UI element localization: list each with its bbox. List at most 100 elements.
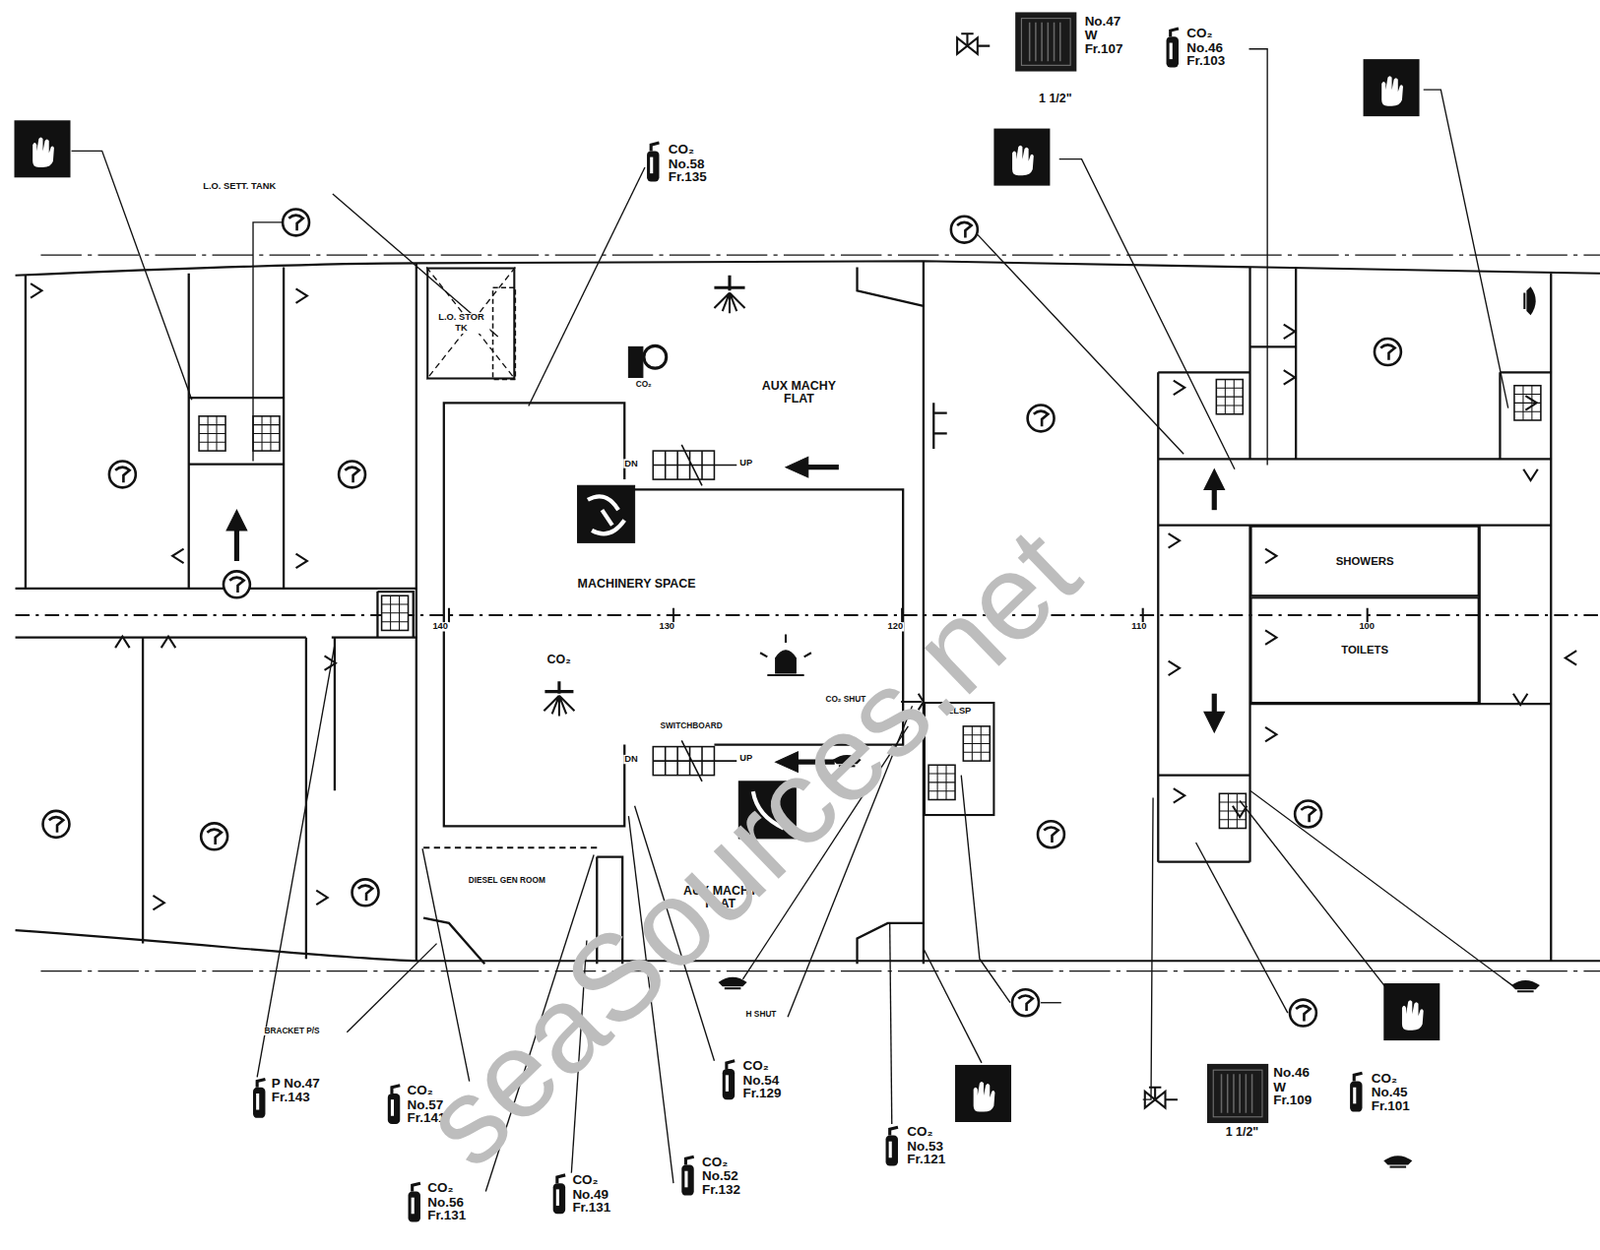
detector-symbol	[200, 823, 228, 850]
detector-symbol	[223, 571, 251, 598]
door-symbol	[1265, 727, 1277, 743]
stair-grid	[1514, 385, 1541, 421]
wall-lines	[15, 275, 417, 639]
extinguisher-symbol	[408, 1183, 421, 1222]
callout-label: P No.47 Fr.143	[270, 1076, 324, 1104]
escape-arrow	[234, 528, 240, 562]
door-symbol	[1565, 650, 1577, 666]
extinguisher-symbol	[646, 142, 659, 182]
stair-grid	[198, 416, 226, 451]
stair-grid	[1218, 793, 1246, 829]
door-symbol	[1523, 469, 1538, 481]
room-name: L.O. STOR TK	[432, 313, 490, 334]
leader-line	[923, 949, 982, 1064]
door-symbol	[296, 288, 308, 304]
callout-label: 1 1/2"	[1224, 1126, 1261, 1140]
callout-label: CO₂ No.46 Fr.103	[1185, 26, 1243, 68]
callout-label: 1 1/2"	[1037, 91, 1074, 105]
callout-label: 140	[431, 622, 449, 633]
door-symbol	[296, 554, 308, 570]
escape-arrow	[1204, 711, 1225, 733]
wall-lines	[1157, 458, 1551, 862]
callout-label: H SHUT	[745, 1011, 778, 1021]
detector-symbol	[1037, 821, 1065, 848]
door-symbol	[115, 637, 130, 648]
wall-lines	[933, 402, 947, 449]
escape-arrow	[226, 510, 248, 531]
detector-symbol	[1012, 989, 1039, 1017]
door-symbol	[1168, 533, 1180, 549]
stair-grid	[928, 765, 956, 800]
extinguisher-symbol	[553, 1175, 566, 1215]
detector-symbol	[338, 460, 366, 488]
telephone-symbol	[1511, 980, 1540, 992]
alarm-button	[955, 1065, 1012, 1123]
callout-label: CO₂ No.52 Fr.132	[701, 1154, 759, 1197]
leader-line	[1040, 1002, 1062, 1004]
extinguisher-symbol	[1349, 1073, 1362, 1112]
detector-symbol	[1374, 338, 1402, 366]
leader-line	[960, 775, 1011, 1004]
room-box: L.O. STOR TK	[426, 267, 515, 381]
door-symbol	[30, 283, 42, 299]
detector-symbol	[1027, 404, 1055, 432]
detector-symbol	[1294, 801, 1322, 829]
leader-line	[71, 49, 1513, 1193]
door-symbol	[1265, 549, 1277, 565]
escape-arrow	[806, 464, 839, 470]
telephone-symbol	[1524, 286, 1536, 316]
callout-label: CO₂ No.45 Fr.101	[1370, 1071, 1428, 1113]
detector-symbol	[352, 879, 380, 906]
callout-label: CO₂ No.58 Fr.135	[667, 142, 725, 185]
leader-line	[256, 644, 335, 1078]
callout-label: CO₂ No.53 Fr.121	[905, 1125, 963, 1167]
alarm-button	[14, 59, 1441, 1123]
alarm-button	[993, 128, 1050, 187]
stair-grid	[962, 726, 990, 762]
door-symbol	[1525, 395, 1536, 411]
telephone-symbol	[1383, 1155, 1412, 1167]
extinguisher-symbol	[722, 1061, 735, 1100]
stair-grid	[382, 595, 409, 631]
machinery-symbol	[713, 275, 745, 292]
room-name: TOILETS	[1339, 643, 1391, 657]
callout-label: AUX MACHY FLAT	[750, 380, 848, 406]
leader-line	[1248, 49, 1268, 466]
hull-line	[40, 254, 1600, 256]
leader-line	[1423, 89, 1509, 408]
alarm-button	[1363, 59, 1420, 117]
door-symbol	[1283, 324, 1295, 340]
callout-label: 100	[1357, 622, 1376, 633]
door-symbol	[152, 896, 164, 911]
machinery-symbol	[587, 496, 625, 534]
hydrant-box	[1207, 1064, 1269, 1124]
hydrant-box	[957, 33, 990, 55]
door-symbol	[1265, 630, 1277, 645]
callout-label: L.O. SETT. TANK	[201, 181, 277, 192]
escape-arrow	[1212, 487, 1217, 511]
callout-label: CO₂ No.56 Fr.131	[426, 1181, 484, 1223]
stair-grid	[253, 416, 280, 451]
machinery-symbol	[760, 635, 812, 676]
door-symbol	[1173, 788, 1185, 804]
hull-line	[15, 614, 1600, 617]
machinery-symbol	[643, 345, 667, 369]
extinguisher-symbol	[253, 1079, 265, 1118]
door-symbol	[1173, 381, 1185, 396]
leader-line	[253, 222, 283, 462]
hull-line	[40, 970, 1600, 972]
ladder-symbol	[652, 445, 714, 486]
callout-label: UP	[738, 457, 754, 468]
room-box: TOILETS	[1250, 596, 1480, 704]
leader-line	[977, 234, 1184, 454]
detector-symbol	[1289, 1000, 1317, 1027]
door-symbol	[1513, 694, 1529, 705]
leader-line	[332, 193, 499, 337]
escape-arrow	[1204, 469, 1225, 491]
machinery-symbol	[628, 346, 643, 378]
alarm-button	[1383, 983, 1440, 1041]
callout-label: No.47 W Fr.107	[1084, 14, 1138, 57]
callout-label: DN	[623, 755, 640, 766]
wall-lines	[189, 267, 284, 589]
